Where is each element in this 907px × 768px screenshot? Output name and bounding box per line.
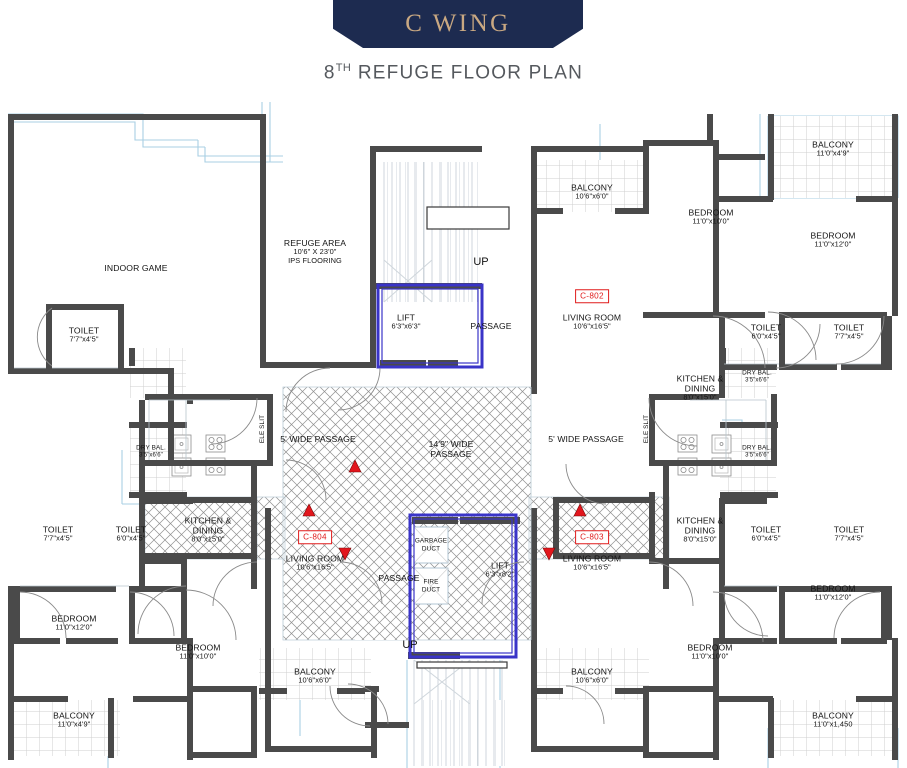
unit-code-c804: C-804 [298, 530, 332, 544]
page-title-rest: REFUGE FLOOR PLAN [351, 62, 584, 84]
plan-vector [8, 102, 899, 768]
lift-shaft-outline [376, 283, 518, 659]
arrow-down-right [542, 547, 556, 561]
arrow-up-right [573, 503, 587, 517]
garbage-duct-box [413, 526, 449, 564]
stair-up-label-bottom: UP [402, 639, 418, 651]
page-title: 8TH REFUGE FLOOR PLAN [0, 62, 907, 84]
arrow-up-left [302, 503, 316, 517]
arrow-down-left [338, 547, 352, 561]
passage-outline [282, 387, 532, 640]
door-direction-arrows [302, 459, 587, 561]
staircase-bottom [409, 659, 509, 766]
thin-detail-lines [14, 363, 881, 587]
door-swings [19, 307, 885, 727]
balcony-tiles [8, 116, 898, 756]
unit-code-c803: C-803 [575, 530, 609, 544]
wing-title: C WING [405, 10, 511, 37]
staircase-top [379, 162, 510, 303]
arrow-up-topleft [348, 459, 362, 473]
central-passage-hatch [144, 386, 670, 641]
page-header: C WING 8TH REFUGE FLOOR PLAN [0, 0, 907, 100]
walls [8, 114, 898, 760]
floor-plan-drawing: INDOOR GAME TOILET 7'7"x4'5" REFUGE AREA… [0, 100, 907, 768]
unit-code-c802: C-802 [575, 289, 609, 303]
floor-ordinal: TH [335, 62, 352, 74]
floor-number: 8 [323, 62, 336, 84]
stair-up-label-top: UP [473, 256, 489, 268]
fire-duct-box [413, 567, 449, 605]
wing-banner: C WING [333, 0, 583, 48]
